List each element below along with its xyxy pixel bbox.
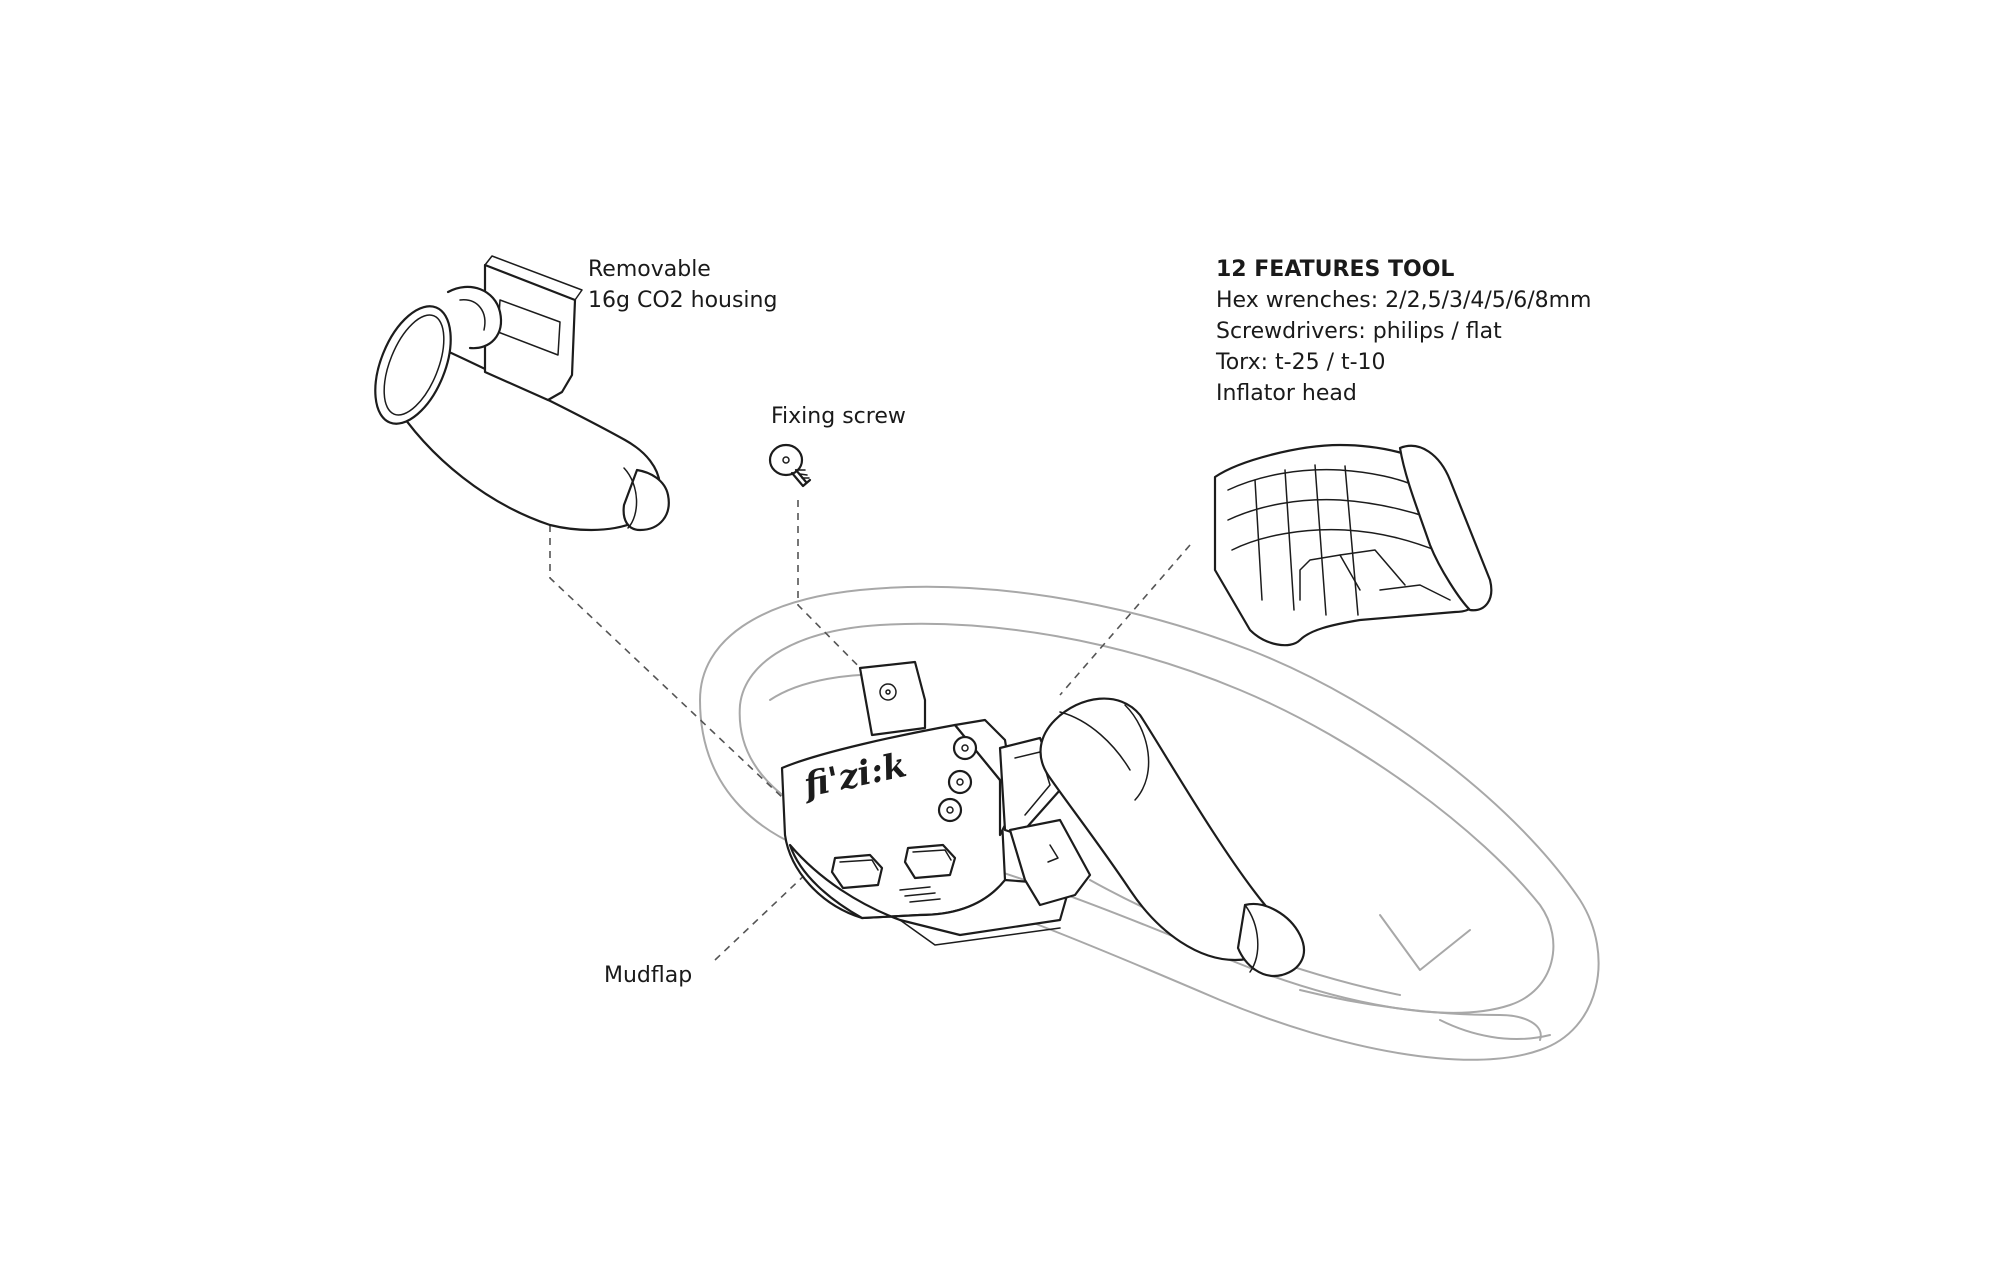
co2-housing-illustration bbox=[374, 255, 670, 532]
mudflap-label: Mudflap bbox=[604, 963, 693, 988]
co2-housing-label-line2: 16g CO2 housing bbox=[588, 288, 778, 313]
tool-title: 12 FEATURES TOOL bbox=[1216, 257, 1455, 282]
co2-cartridge-mounted-illustration bbox=[1039, 697, 1306, 978]
co2-housing-label: Removable 16g CO2 housing bbox=[588, 254, 777, 316]
tool-line-screwdrivers: Screwdrivers: philips / flat bbox=[1216, 319, 1502, 344]
tool-line-torx: Torx: t-25 / t-10 bbox=[1216, 350, 1386, 375]
multi-tool-illustration bbox=[1213, 443, 1493, 647]
tool-line-hex: Hex wrenches: 2/2,5/3/4/5/6/8mm bbox=[1216, 288, 1592, 313]
tool-line-inflator: Inflator head bbox=[1216, 381, 1357, 406]
assembly-guides bbox=[549, 473, 1191, 961]
saddle-mount-cage-illustration: fi'zi:k bbox=[780, 660, 1092, 946]
co2-housing-label-line1: Removable bbox=[588, 257, 711, 282]
fixing-screw-illustration bbox=[768, 443, 812, 488]
fixing-screw-label: Fixing screw bbox=[771, 404, 906, 429]
tool-features-label: 12 FEATURES TOOL Hex wrenches: 2/2,5/3/4… bbox=[1216, 254, 1591, 409]
